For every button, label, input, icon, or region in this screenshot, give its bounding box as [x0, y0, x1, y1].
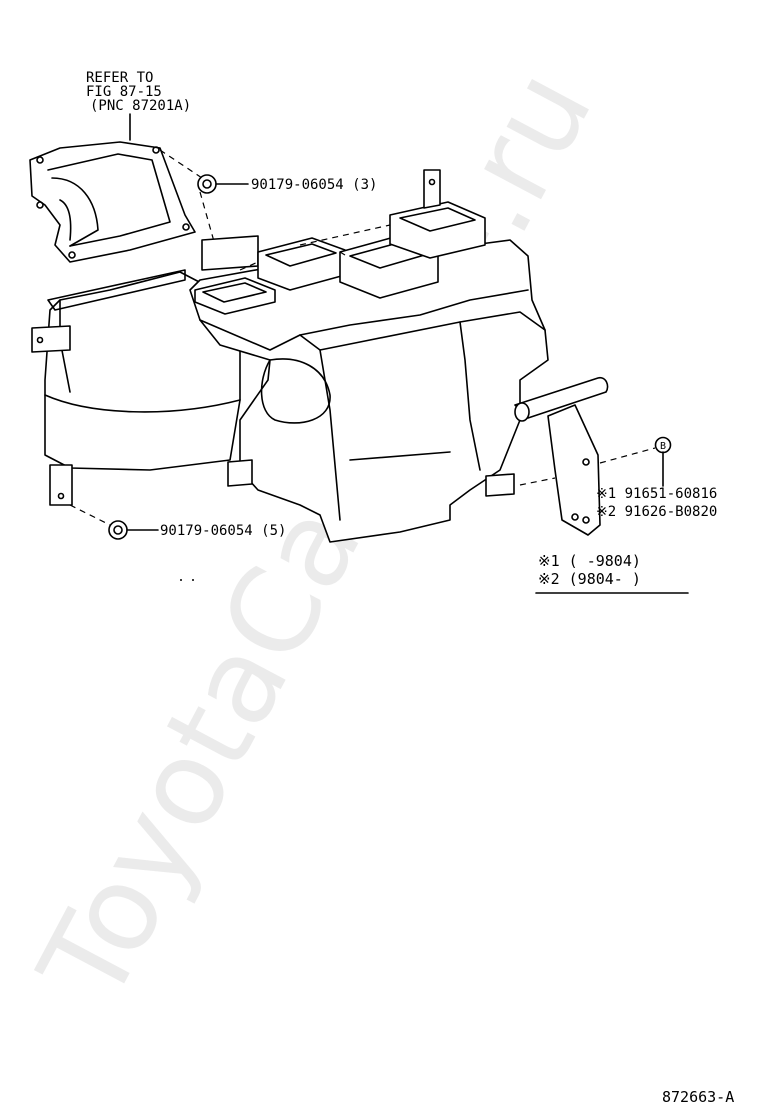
bolt-symbol: B: [660, 441, 666, 452]
refer-note-line-1: REFER TO: [86, 70, 153, 86]
refer-note-line-3: (PNC 87201A): [90, 98, 191, 114]
nut-top: 90179-06054 (3): [159, 149, 377, 246]
legend-row-2: ※2 (9804- ): [538, 570, 641, 588]
nut-top-label: 90179-06054 (3): [251, 177, 377, 193]
heater-unit: [31, 169, 549, 543]
legend-row-1: ※1 ( -9804): [538, 552, 641, 570]
nut-bottom: 90179-06054 (5): [69, 504, 286, 540]
bolt-1-label: ※1 91651-60816: [596, 486, 717, 502]
bolt-2-label: ※2 91626-B0820: [596, 504, 717, 520]
legend: ※1 ( -9804) ※2 (9804- ): [535, 552, 689, 594]
figure-id: 872663-A: [662, 1088, 734, 1106]
support-bracket: [514, 376, 656, 536]
bolt-callout: B ※1 91651-60816 ※2 91626-B0820: [596, 436, 717, 520]
refer-note-line-2: FIG 87-15: [86, 84, 162, 100]
nut-bottom-label: 90179-06054 (5): [160, 523, 286, 539]
refer-note: REFER TO FIG 87-15 (PNC 87201A): [86, 70, 191, 141]
air-duct: [29, 141, 196, 263]
